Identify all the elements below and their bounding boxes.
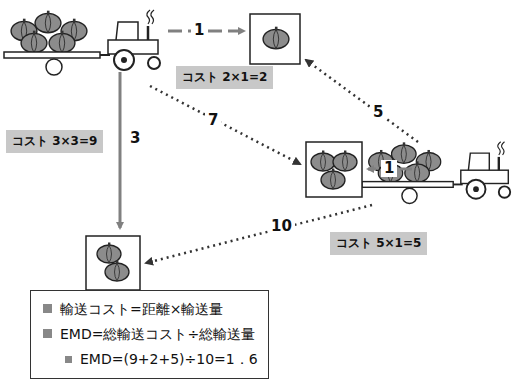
tractor-source [4, 10, 160, 75]
bullet-square [65, 356, 72, 363]
cost-box: コスト 3×3=9 [6, 130, 103, 153]
flow-arrow [150, 86, 300, 164]
tractor-source [362, 142, 510, 204]
flow-amount: 1 [191, 22, 207, 39]
cost-text: コスト 5×1=5 [336, 236, 421, 250]
note-line: 輸送コスト=距離×輸送量 [43, 297, 258, 322]
note-text: 輸送コスト=距離×輸送量 [60, 301, 223, 317]
destination-box [86, 236, 140, 290]
note-text: EMD=総輸送コスト÷総輸送量 [60, 326, 255, 342]
flow-amount: 1 [381, 160, 397, 177]
flow-arrow [306, 60, 418, 142]
destination-box [306, 142, 362, 197]
cost-box: コスト 2×1=2 [176, 66, 273, 89]
cost-text: コスト 2×1=2 [182, 70, 267, 84]
flow-amount: 5 [370, 104, 386, 121]
note-line: EMD=総輸送コスト÷総輸送量 [43, 322, 258, 347]
flow-amount: 10 [268, 218, 295, 235]
note-text: EMD=(9+2+5)÷10=1．6 [80, 351, 258, 367]
flow-amount: 3 [127, 130, 143, 147]
bullet-square [43, 304, 52, 313]
flow-arrow [119, 72, 122, 228]
note-line: EMD=(9+2+5)÷10=1．6 [43, 347, 258, 372]
flow-amount: 7 [205, 112, 221, 129]
bullet-square [43, 329, 52, 338]
cost-text: コスト 3×3=9 [12, 134, 97, 148]
destination-box [250, 14, 300, 64]
cost-box: コスト 5×1=5 [330, 232, 427, 255]
note-box: 輸送コスト=距離×輸送量 EMD=総輸送コスト÷総輸送量 EMD=(9+2+5)÷1… [30, 290, 269, 379]
